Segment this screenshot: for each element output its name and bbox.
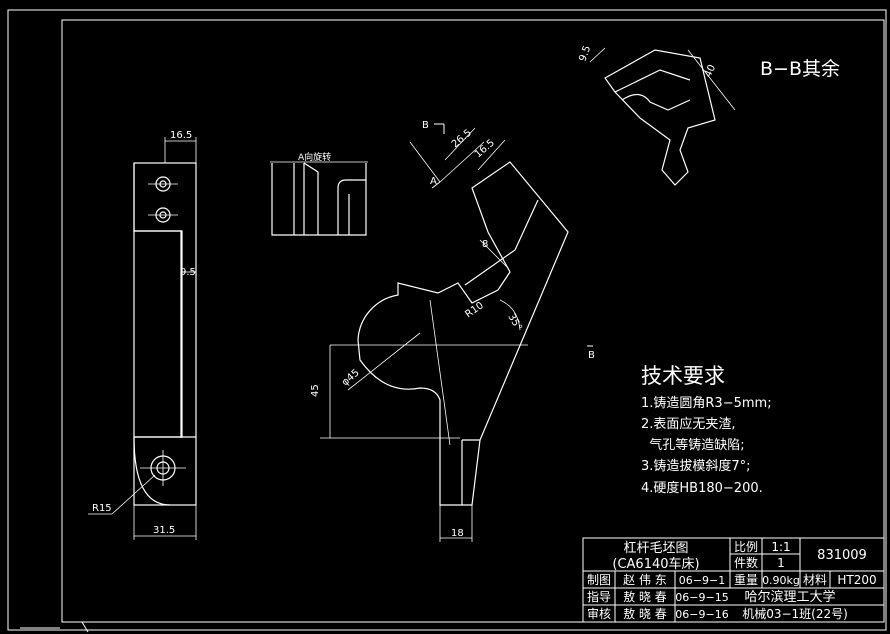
inner-frame [61,19,885,623]
main-view [357,161,569,506]
mark-a: A [430,176,437,187]
row3-date: 06−9−16 [675,608,728,621]
dim-16-5-mid: 16.5 [473,138,497,161]
dim-9-5-left: 9.5 [180,267,196,278]
material-value: HT200 [837,573,876,587]
dim-31-5: 31.5 [153,525,175,536]
row2-role: 指导 [587,589,611,604]
view-label-a: A向旋转 [298,151,331,163]
row2-date: 06−9−15 [675,591,728,604]
dim-35: 35° [505,312,523,333]
weight-value: 0.90kg [762,574,800,587]
dim-r10: R10 [463,300,485,320]
part-name: 杠杆毛坯图 [623,540,688,556]
side-view [133,162,197,506]
dim-phi45: φ45 [340,367,362,388]
mark-b-top: B [422,120,429,131]
tech-item: 气孔等铸造缺陷; [641,437,745,453]
drawing-number: 831009 [817,548,867,563]
row1-name: 赵 伟 东 [623,573,667,587]
school-name: 哈尔滨理工大学 [744,589,835,605]
row1-role: 制图 [587,573,611,587]
title-block: 杠杆毛坯图 (CA6140车床) 比例 1:1 件数 1 831009 制图 赵… [582,537,885,623]
dim-40: 40 [703,63,718,79]
dim-45: 45 [310,384,321,397]
machine-name: (CA6140车床) [612,556,699,572]
side-view-dimensions: 16.5 9.5 31.5 R15 [88,130,197,540]
row3-role: 审核 [587,606,611,621]
class-name: 机械03−1班(22号) [742,606,848,621]
ucs-icon [20,621,89,633]
dim-8: 8 [482,239,488,250]
tech-heading: 技术要求 [641,364,725,388]
mark-b-bottom: B [588,350,595,361]
scale-label: 比例 [734,540,758,554]
dim-9-5-top: 9.5 [577,44,593,63]
dim-26-5: 26.5 [450,128,474,151]
scale-value: 1:1 [771,540,790,554]
row1-date: 06−9−1 [679,574,725,587]
dim-18: 18 [451,528,464,539]
dim-r15: R15 [92,503,112,514]
row2-name: 敖 晓 春 [623,589,667,604]
dim-16-5-left: 16.5 [170,130,192,141]
material-label: 材料 [803,573,827,587]
qty-value: 1 [777,556,785,570]
qty-label: 件数 [734,555,758,570]
a-direction-view: A向旋转 [270,151,368,236]
section-marks: B A B [422,120,595,361]
outer-frame [7,9,887,631]
tech-item: 2.表面应无夹渣, [641,416,736,432]
main-view-dimensions: 26.5 16.5 8 R10 35° 45 φ45 18 [310,128,528,542]
section-title: B−B其余 [760,58,840,80]
tech-item: 3.铸造拔模斜度7°; [641,458,751,474]
tech-item: 4.硬度HB180−200. [641,480,763,496]
weight-label: 重量 [734,573,758,587]
bb-section-view: 9.5 40 [577,44,736,186]
row3-name: 敖 晓 春 [623,606,667,621]
tech-requirements: 技术要求 1.铸造圆角R3−5mm; 2.表面应无夹渣, 气孔等铸造缺陷; 3.… [641,364,772,496]
tech-item: 1.铸造圆角R3−5mm; [641,395,772,411]
